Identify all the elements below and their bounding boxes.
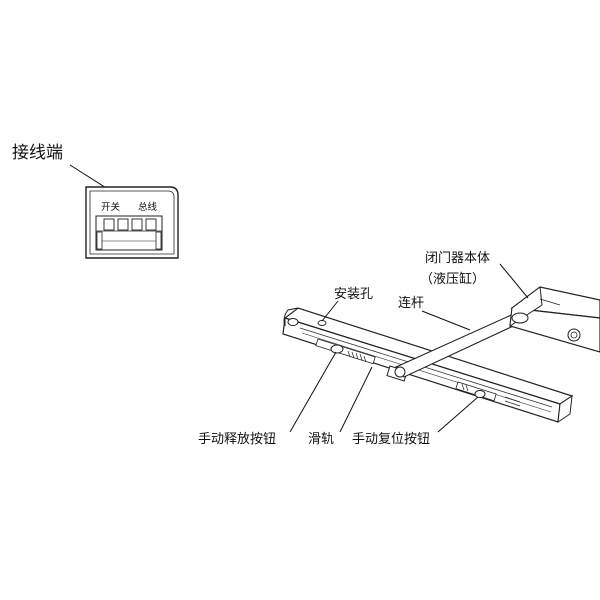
rail-right-end [557,394,573,424]
closer-body-label: 闭门器本体 [425,251,490,266]
closer-body-sub-label: （液压缸） [420,271,485,287]
terminal-housing-inner [89,190,175,255]
manual-reset-leader [437,396,479,433]
terminal-block: 接线端 开关 总线 [12,143,179,259]
terminal-pin-slot [117,218,129,231]
reset-spring-line [465,384,469,392]
terminal-title: 接线端 [12,143,63,163]
terminal-pin-slot [103,218,115,231]
callouts: 闭门器本体 （液压缸） 安装孔 连杆 手动释放按钮 滑轨 手动复位按钮 [198,251,529,447]
reset-spring-line [461,383,465,391]
terminal-pin-slot [145,218,157,231]
link-rod-joint [394,366,406,378]
reset-detail-line [504,396,521,403]
mounting-hole [287,318,299,326]
slide-rail-leader [339,366,373,433]
mounting-hole-label: 安装孔 [334,287,373,302]
manual-release-mechanism [315,338,376,365]
release-spring-line [363,355,367,363]
closer-edge-detail [539,298,561,306]
link-rod-label: 连杆 [398,295,424,311]
terminal-side-bar [155,231,162,250]
terminal-bus-label: 总线 [138,201,158,213]
closer-body [509,286,600,353]
rail-front-face [282,317,561,423]
mounting-hole-leader [321,300,339,322]
release-spring-line [355,352,359,360]
rail-end-cap [283,307,299,327]
manual-reset-mechanism [455,381,521,407]
manual-release-leader [289,351,337,433]
mounting-hole [317,320,327,326]
manual-release-label: 手动释放按钮 [198,432,276,447]
terminal-switch-label: 开关 [101,201,121,213]
terminal-pin-slot [131,218,143,231]
closer-screw-inner [570,331,578,339]
slide-rail-label: 滑轨 [308,432,334,447]
release-spring-line [351,351,355,359]
terminal-connector-frame [95,215,163,251]
reset-detail-line [504,400,521,407]
release-housing [315,338,376,365]
release-spring-line [359,353,363,361]
rail-groove-line [299,327,553,408]
terminal-side-bar [96,231,103,250]
release-spring-line [347,350,351,358]
link-rod-leader [421,310,471,331]
manual-reset-button [474,390,486,398]
manual-reset-label: 手动复位按钮 [352,432,430,447]
manual-release-button [330,344,344,354]
closer-pinion [511,312,529,324]
closer-body-leader [499,263,529,299]
